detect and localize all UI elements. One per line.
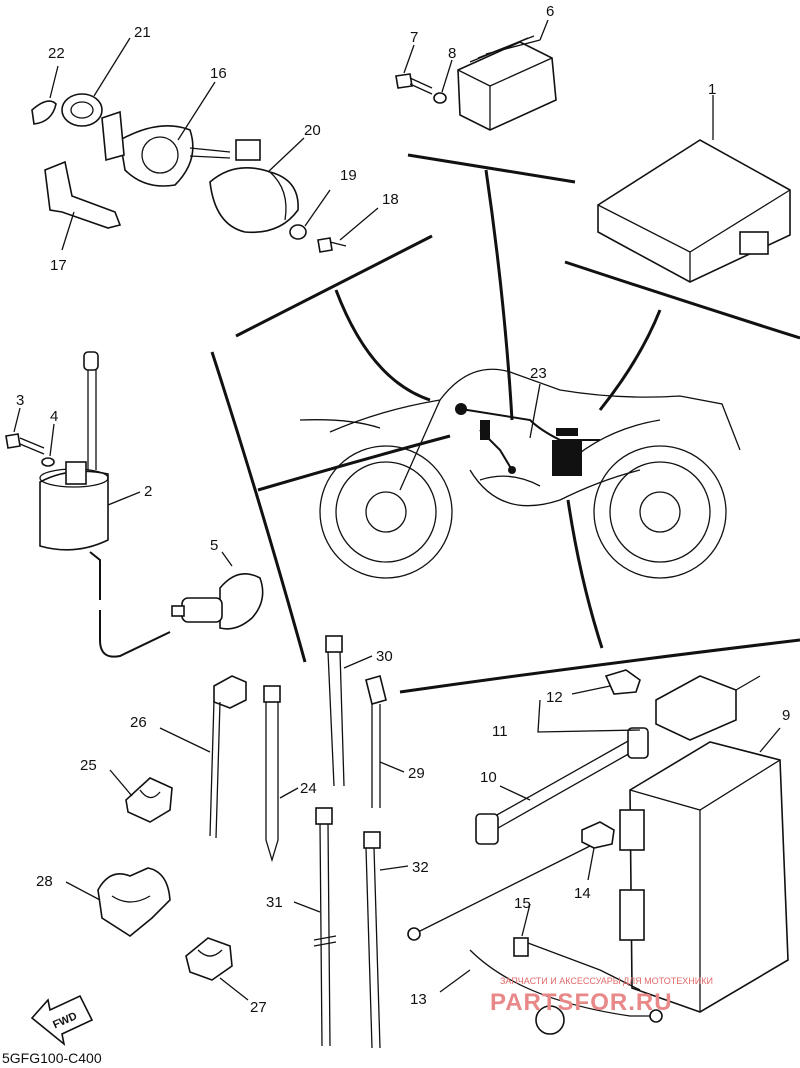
callout-19: 19 <box>340 167 357 184</box>
callout-30: 30 <box>376 648 393 665</box>
part-band-29 <box>365 675 405 808</box>
part-battery-9 <box>619 727 789 1013</box>
motorcycle-outline <box>299 368 741 579</box>
part-main-switch <box>101 81 261 187</box>
callout-4: 4 <box>50 408 58 425</box>
part-band-30 <box>325 635 373 787</box>
part-band-26 <box>159 675 247 839</box>
part-band-31 <box>293 807 337 1047</box>
part-band-24 <box>263 685 299 863</box>
callout-26: 26 <box>130 714 147 731</box>
callout-2: 2 <box>144 483 152 500</box>
part-bolt-7 <box>395 44 433 95</box>
callout-31: 31 <box>266 894 283 911</box>
part-switch-cover <box>209 137 305 234</box>
part-relay-11-12 <box>537 669 761 741</box>
part-bolt-3 <box>5 407 45 455</box>
callout-9: 9 <box>782 707 790 724</box>
part-clamp-25 <box>109 769 173 823</box>
part-grommet-21 <box>61 37 131 127</box>
part-battery-leads-13-15 <box>407 845 663 1035</box>
callout-22: 22 <box>48 45 65 62</box>
part-washer-19 <box>289 189 331 240</box>
callout-15: 15 <box>514 895 531 912</box>
callout-8: 8 <box>448 45 456 62</box>
diagram-code: 5GFG100-C400 <box>2 1050 102 1066</box>
watermark: ЗАПЧАСТИ И АКСЕССУАРЫ ДЛЯ МОТОТЕХНИКИ PA… <box>490 976 713 1016</box>
callout-21: 21 <box>134 24 151 41</box>
callout-27: 27 <box>250 999 267 1016</box>
callout-6: 6 <box>546 3 554 20</box>
part-washer-4 <box>41 423 55 467</box>
part-screw-18 <box>317 207 379 253</box>
part-rectifier <box>457 19 557 131</box>
callout-7: 7 <box>410 29 418 46</box>
callout-13: 13 <box>410 991 427 1008</box>
callout-29: 29 <box>408 765 425 782</box>
callout-1: 1 <box>708 81 716 98</box>
part-band-32 <box>363 831 409 1049</box>
part-battery-band-10 <box>475 727 649 845</box>
callout-3: 3 <box>16 392 24 409</box>
callout-25: 25 <box>80 757 97 774</box>
part-wire-harness <box>455 383 600 476</box>
part-key-17 <box>44 160 122 251</box>
callout-28: 28 <box>36 873 53 890</box>
callout-5: 5 <box>210 537 218 554</box>
fwd-arrow: FWD <box>30 994 94 1047</box>
callout-18: 18 <box>382 191 399 208</box>
callout-32: 32 <box>412 859 429 876</box>
watermark-line2: PARTSFOR.RU <box>490 989 673 1016</box>
callout-20: 20 <box>304 122 321 139</box>
callout-10: 10 <box>480 769 497 786</box>
callout-numbers: 1 2 3 4 5 6 7 8 9 10 11 12 13 14 15 16 1… <box>16 3 790 1016</box>
part-cap-22 <box>31 65 59 125</box>
callout-12: 12 <box>546 689 563 706</box>
callout-17: 17 <box>50 257 67 274</box>
callout-11: 11 <box>492 723 508 740</box>
watermark-line1: ЗАПЧАСТИ И АКСЕССУАРЫ ДЛЯ МОТОТЕХНИКИ <box>500 976 713 986</box>
callout-24: 24 <box>300 780 317 797</box>
part-fuse-14 <box>581 821 615 881</box>
part-plug-cap-5 <box>171 551 264 630</box>
part-ignition-coil <box>39 351 171 658</box>
part-clamp-28 <box>65 867 171 937</box>
part-ecu-box <box>597 95 791 283</box>
callout-23: 23 <box>530 365 547 382</box>
part-washer-8 <box>433 59 453 104</box>
callout-16: 16 <box>210 65 227 82</box>
part-clamp-27 <box>185 937 249 1001</box>
callout-14: 14 <box>574 885 591 902</box>
section-dividers <box>210 153 800 694</box>
